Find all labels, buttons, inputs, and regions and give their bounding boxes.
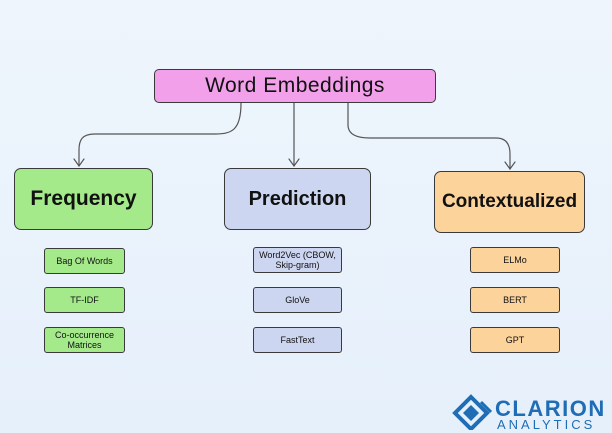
- leaf-label: BERT: [503, 295, 527, 305]
- diamond-logo-icon: [452, 394, 493, 430]
- logo-text-analytics: ANALYTICS: [497, 417, 596, 432]
- leaf-node-word2vec: Word2Vec (CBOW, Skip-gram): [253, 247, 342, 273]
- category-label-prediction: Prediction: [248, 187, 347, 210]
- arrowhead-frequency: [73, 158, 85, 168]
- leaf-label: Word2Vec (CBOW, Skip-gram): [259, 250, 336, 270]
- leaf-node-bag-of-words: Bag Of Words: [44, 248, 125, 274]
- connector-contextualized: [347, 102, 511, 170]
- leaf-node-co-occurrence-matrices: Co-occurrence Matrices: [44, 327, 125, 353]
- leaf-node-fasttext: FastText: [253, 327, 342, 353]
- leaf-label: GloVe: [285, 295, 310, 305]
- leaf-label: TF-IDF: [70, 295, 99, 305]
- leaf-label: Co-occurrence Matrices: [54, 330, 115, 350]
- root-node-label: Word Embeddings: [205, 74, 385, 97]
- clarion-analytics-logo: CLARION ANALYTICS: [451, 394, 611, 432]
- category-node-prediction: Prediction: [224, 168, 371, 230]
- leaf-label: Bag Of Words: [56, 256, 113, 266]
- leaf-label: GPT: [505, 335, 525, 345]
- leaf-node-elmo: ELMo: [470, 247, 560, 273]
- leaf-node-bert: BERT: [470, 287, 560, 313]
- category-node-frequency: Frequency: [14, 168, 153, 230]
- leaf-node-glove: GloVe: [253, 287, 342, 313]
- leaf-node-gpt: GPT: [470, 327, 560, 353]
- category-label-contextualized: Contextualized: [441, 191, 578, 212]
- arrowhead-contextualized: [504, 161, 516, 171]
- logo-text-clarion: CLARION: [495, 396, 606, 421]
- category-label-frequency: Frequency: [30, 187, 137, 210]
- arrowhead-prediction: [288, 158, 300, 168]
- category-node-contextualized: Contextualized: [434, 171, 585, 233]
- leaf-label: FastText: [280, 335, 315, 345]
- leaf-label: ELMo: [503, 255, 527, 265]
- connector-frequency: [78, 102, 242, 167]
- leaf-node-tf-idf: TF-IDF: [44, 287, 125, 313]
- root-node-word-embeddings: Word Embeddings: [154, 69, 436, 103]
